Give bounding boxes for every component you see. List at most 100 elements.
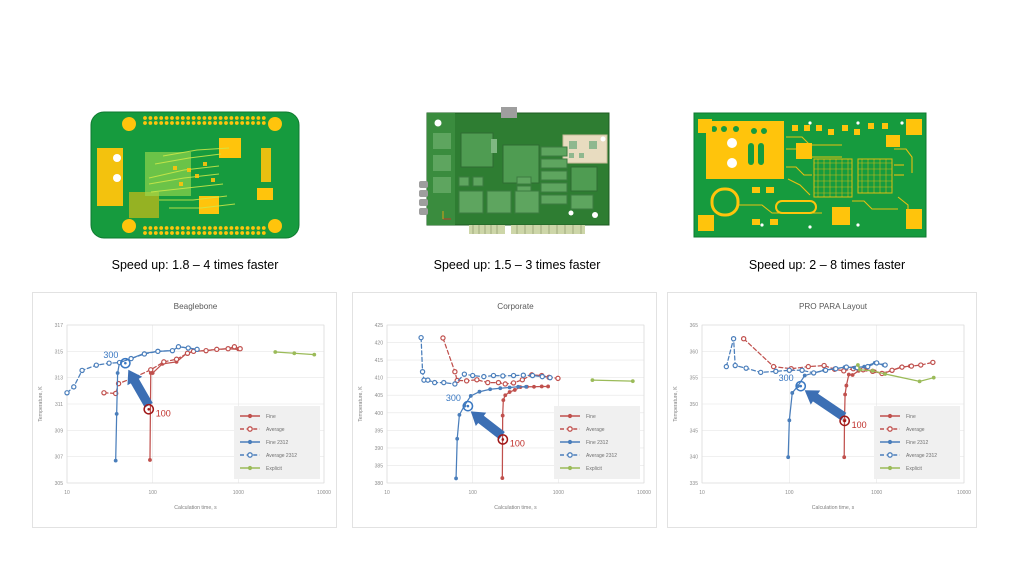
y-tick-label: 395 <box>375 428 384 434</box>
annotation-label-300: 300 <box>446 393 461 403</box>
caption-beaglebone: Speed up: 1.8 – 4 times faster <box>111 258 279 272</box>
annotation-label-100: 100 <box>156 408 171 418</box>
board-image-pro-para <box>690 100 930 250</box>
y-tick-label: 350 <box>690 402 699 408</box>
board-image-beaglebone <box>80 100 310 250</box>
series-fine <box>148 346 241 462</box>
chart-title: Corporate <box>497 302 534 311</box>
series-average-2312 <box>418 334 553 387</box>
y-tick-label: 311 <box>55 402 63 408</box>
y-tick-label: 307 <box>55 455 64 461</box>
speedup-arrow <box>127 369 153 408</box>
legend-label-fine-2312[interactable]: Fine 2312 <box>586 440 608 446</box>
y-tick-label: 365 <box>690 323 699 329</box>
y-tick-label: 315 <box>55 349 64 355</box>
series-average-2312 <box>723 335 888 376</box>
y-tick-label: 345 <box>690 428 699 434</box>
x-tick-label: 1000 <box>553 490 564 496</box>
corporate-pcie-graphic <box>419 107 610 234</box>
legend-label-fine[interactable]: Fine <box>586 414 596 420</box>
y-tick-label: 360 <box>690 349 699 355</box>
chart-pro-para[interactable]: PRO PARA Layout 335 340 345 350 355 360 365 10 10… <box>668 293 976 527</box>
legend-label-fine[interactable]: Fine <box>906 414 916 420</box>
x-tick-label: 100 <box>785 490 794 496</box>
legend-label-fine[interactable]: Fine <box>266 414 276 420</box>
series-explicit <box>856 363 936 384</box>
caption-pro-para: Speed up: 2 – 8 times faster <box>748 258 906 272</box>
x-axis-label: Calculation time, s <box>174 505 217 511</box>
legend-label-average-2312[interactable]: Average 2312 <box>266 453 297 459</box>
x-tick-label: 1000 <box>871 490 882 496</box>
chart-panel-pro-para: PRO PARA Layout 335 340 345 350 355 360 365 10 10… <box>667 292 977 528</box>
chart-corporate[interactable]: Corporate3803853903954004054104154204251… <box>353 293 656 527</box>
board-image-corporate <box>412 100 622 250</box>
series-fine-2312 <box>454 384 528 481</box>
annotation-marker-300 <box>462 400 474 412</box>
y-tick-label: 385 <box>375 463 384 469</box>
y-tick-label: 405 <box>375 393 384 399</box>
legend-label-explicit[interactable]: Explicit <box>266 466 282 472</box>
legend-label-average-2312[interactable]: Average 2312 <box>906 453 937 459</box>
y-tick-label: 390 <box>375 446 384 452</box>
series-explicit <box>273 350 317 357</box>
chart-beaglebone[interactable]: Beaglebone 305 307 309 311 313 315 317 10 100 1000… <box>33 293 336 527</box>
pro-para-pcb-graphic <box>693 112 927 238</box>
caption-corporate: Speed up: 1.5 – 3 times faster <box>433 258 601 272</box>
series-explicit <box>590 378 635 384</box>
legend-label-average-2312[interactable]: Average 2312 <box>586 453 617 459</box>
annotation-label-100: 100 <box>852 420 867 430</box>
y-tick-label: 335 <box>690 481 699 487</box>
y-tick-label: 400 <box>375 411 384 417</box>
legend-label-average[interactable]: Average <box>586 427 605 433</box>
x-tick-label: 10000 <box>957 490 971 496</box>
y-axis-label: Temperature, K <box>673 386 679 422</box>
y-axis-label: Temperature, K <box>358 386 364 422</box>
y-tick-label: 313 <box>55 376 64 382</box>
annotation-label-100: 100 <box>510 438 525 448</box>
y-tick-label: 380 <box>375 481 384 487</box>
x-tick-label: 10 <box>64 490 70 496</box>
y-tick-label: 415 <box>375 358 384 364</box>
y-tick-label: 355 <box>690 376 699 382</box>
beaglebone-pcb-graphic <box>90 111 300 239</box>
x-axis-label: Calculation time, s <box>812 505 855 511</box>
legend-label-average[interactable]: Average <box>906 427 925 433</box>
x-tick-label: 10000 <box>637 490 651 496</box>
annotation-marker-100 <box>143 403 155 415</box>
y-tick-label: 410 <box>375 376 384 382</box>
annotation-label-300: 300 <box>779 373 794 383</box>
y-tick-label: 420 <box>375 341 384 347</box>
annotation-marker-300 <box>120 357 131 369</box>
y-tick-label: 309 <box>55 428 64 434</box>
annotation-marker-100 <box>839 415 851 427</box>
chart-title: Beaglebone <box>174 302 218 311</box>
legend-label-average[interactable]: Average <box>266 427 285 433</box>
annotation-label-300: 300 <box>103 350 118 360</box>
legend-label-explicit[interactable]: Explicit <box>906 466 922 472</box>
x-tick-label: 10000 <box>317 490 331 496</box>
series-average-2312 <box>64 344 200 396</box>
y-tick-label: 340 <box>690 455 699 461</box>
x-tick-label: 10 <box>384 490 390 496</box>
x-tick-label: 100 <box>148 490 157 496</box>
legend-label-fine-2312[interactable]: Fine 2312 <box>906 440 928 446</box>
speedup-arrow <box>470 411 505 440</box>
y-axis-label: Temperature, K <box>38 386 44 422</box>
y-tick-label: 305 <box>55 481 64 487</box>
x-tick-label: 1000 <box>233 490 244 496</box>
x-tick-label: 100 <box>468 490 477 496</box>
series-average <box>740 335 936 377</box>
legend-label-explicit[interactable]: Explicit <box>586 466 602 472</box>
series-fine <box>500 384 551 480</box>
board-image-row <box>0 100 1024 260</box>
y-tick-label: 317 <box>55 323 64 329</box>
chart-title: PRO PARA Layout <box>799 302 868 311</box>
legend-label-fine-2312[interactable]: Fine 2312 <box>266 440 288 446</box>
annotation-marker-100 <box>497 434 509 445</box>
x-tick-label: 10 <box>699 490 705 496</box>
speedup-arrow <box>804 390 847 421</box>
series-fine-2312 <box>113 344 199 463</box>
chart-panel-beaglebone: Beaglebone 305 307 309 311 313 315 317 10 100 1000… <box>32 292 337 528</box>
